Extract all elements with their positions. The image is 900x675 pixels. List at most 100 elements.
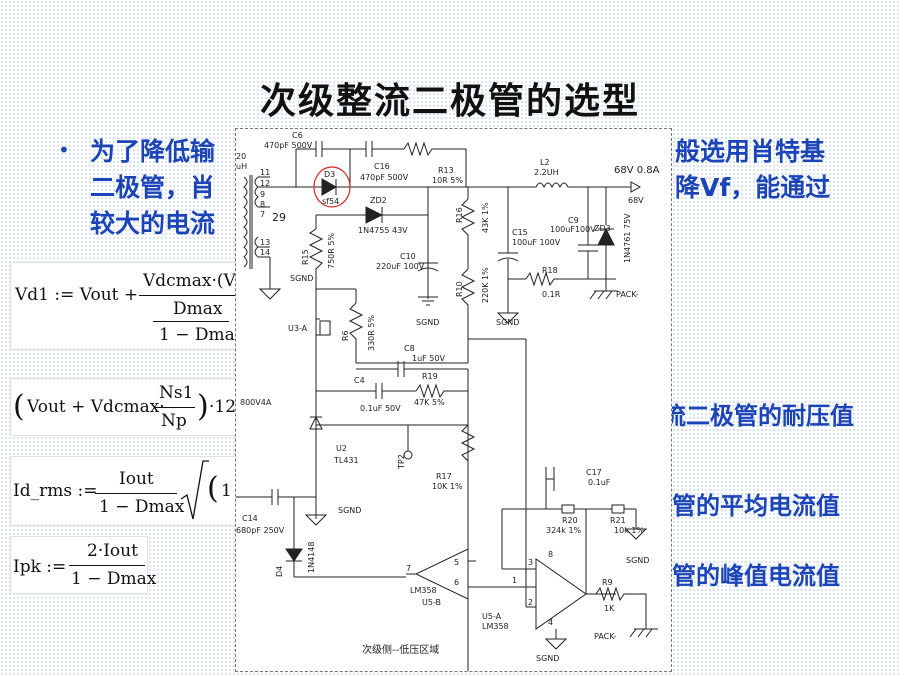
label-c14: C14: [242, 514, 258, 523]
label-sgnd-1: SGND: [290, 274, 313, 283]
label-c17-value: 0.1uF: [588, 478, 611, 487]
fraction-bar: [153, 321, 229, 322]
label-pack-1: PACK-: [616, 290, 639, 299]
fraction-bar: [69, 565, 145, 566]
label-c15: C15: [512, 228, 528, 237]
label-d4: D4: [275, 566, 284, 577]
label-c9-value: 100uF100V: [550, 225, 596, 234]
pin-7-u5b: 7: [406, 564, 411, 573]
label-c10: C10: [400, 252, 416, 261]
label-d4-value: 1N4148: [307, 542, 316, 573]
formula-vd1-den-top: Dmax: [173, 299, 223, 319]
label-r17-value: 10K 1%: [432, 482, 463, 491]
formula-idrms-den: 1 − Dmax: [99, 497, 185, 517]
bullet-line-1-right: 般选用肖特基: [675, 137, 826, 166]
label-sgnd-3: SGND: [496, 318, 519, 327]
label-r9-value: 1K: [604, 604, 615, 613]
label-c8: C8: [404, 344, 415, 353]
slide-title: 次级整流二极管的选型: [259, 80, 640, 122]
label-voltage-rating: 流二极管的耐压值: [662, 402, 854, 430]
label-zd3: ZD3: [594, 224, 611, 233]
label-zd3-value: 1N4761 75V: [623, 213, 632, 263]
label-uh: uH: [236, 162, 247, 171]
pin-6: 6: [454, 578, 459, 587]
label-800v4a: 800V4A: [240, 398, 272, 407]
label-r20: R20: [562, 516, 578, 525]
label-c14-value: 680pF 250V: [236, 526, 285, 535]
label-average-current: 管的平均电流值: [672, 492, 840, 520]
label-sgnd-2: SGND: [416, 318, 439, 327]
label-r6-value: 330R 5%: [367, 315, 376, 351]
label-r21: R21: [610, 516, 626, 525]
bullet-line-3-left: 较大的电流: [90, 209, 216, 238]
bullet-line-2-left: 二极管，肖: [90, 173, 216, 202]
pin-14: 14: [260, 248, 270, 257]
label-r15-value: 750R 5%: [327, 233, 336, 269]
pin-8: 8: [260, 200, 265, 209]
label-c17: C17: [586, 468, 602, 477]
pin-5: 5: [454, 558, 459, 567]
fraction-bar: [139, 295, 241, 296]
formula-idrms-lhs: Id_rms :=: [13, 481, 98, 501]
label-tp2: TP2: [397, 454, 406, 470]
sqrt-sign: [180, 460, 209, 520]
label-u2: U2: [336, 444, 347, 453]
bullet-line-2-right: 降Vf，能通过: [675, 173, 831, 202]
label-d3: D3: [324, 170, 335, 179]
pin-8: 8: [548, 550, 553, 559]
label-r13-value: 10R 5%: [432, 176, 463, 185]
label-r18-value: 0.1R: [542, 290, 561, 299]
formula-2-num: Ns1: [159, 383, 194, 403]
formula-vd1-den-bottom: 1 − Dmax: [159, 325, 245, 345]
formula-2-den: Np: [161, 411, 187, 431]
schematic-caption: 次级侧--低压区域: [362, 643, 439, 656]
label-l2-value: 2.2UH: [534, 168, 559, 177]
label-l2: L2: [540, 158, 550, 167]
formula-idrms-num: Iout: [119, 469, 154, 489]
label-c16-value: 470pF 500V: [360, 173, 409, 182]
label-c16: C16: [374, 162, 390, 171]
formula-ipk: Ipk := 2·Iout 1 − Dmax: [10, 536, 156, 594]
label-c8-value: 1uF 50V: [412, 354, 445, 363]
fraction-bar: [155, 407, 195, 408]
label-lm358-a: LM358: [482, 622, 509, 631]
pin-2: 2: [528, 598, 533, 607]
formula-vd1-lhs: Vd1 := Vout +: [15, 285, 139, 305]
bullet-line-1-left: 为了降低输: [90, 137, 216, 166]
label-c4: C4: [354, 376, 365, 385]
label-sf54: sf54: [322, 197, 339, 206]
pin-4: 4: [548, 618, 553, 627]
label-r10: R10: [455, 281, 464, 297]
formula-id-rms: Id_rms := Iout 1 − Dmax ( 1 +: [10, 456, 251, 526]
label-transformer-29: 29: [272, 211, 286, 224]
formula-2-open: Vout + Vdcmax·: [27, 397, 165, 417]
label-r17: R17: [436, 472, 452, 481]
label-lm358-b: LM358: [410, 586, 437, 595]
label-output-rating: 68V 0.8A: [614, 165, 660, 176]
pin-1: 1: [512, 576, 517, 585]
bullet-dot: •: [58, 138, 70, 162]
label-sgnd-4: SGND: [338, 506, 361, 515]
label-r20-value: 324k 1%: [546, 526, 582, 535]
label-zd2: ZD2: [370, 196, 387, 205]
formula-vd1: Vd1 := Vout + Vdcmax·(Vo Dmax 1 − Dmax: [10, 262, 245, 350]
label-c4-value: 0.1uF 50V: [360, 404, 401, 413]
label-sgnd-6: SGND: [536, 654, 559, 663]
pin-7: 7: [260, 210, 265, 219]
label-c15-value: 100uF 100V: [512, 238, 561, 247]
label-tl431: TL431: [333, 456, 359, 465]
label-r9: R9: [602, 578, 613, 587]
label-zd2-value: 1N4755 43V: [358, 226, 408, 235]
pin-9: 9: [260, 190, 265, 199]
label-r16-value: 43K 1%: [481, 202, 490, 233]
label-sgnd-5: SGND: [626, 556, 649, 565]
label-u5b: U5-B: [422, 598, 441, 607]
fraction-bar: [95, 493, 177, 494]
pin-13: 13: [260, 238, 270, 247]
label-r13: R13: [438, 166, 454, 175]
label-r10-value: 220K 1%: [481, 267, 490, 303]
label-r15: R15: [301, 249, 310, 265]
label-winding-20: 20: [236, 152, 246, 161]
label-r19-value: 47K 5%: [414, 398, 445, 407]
pin-3: 3: [528, 558, 533, 567]
